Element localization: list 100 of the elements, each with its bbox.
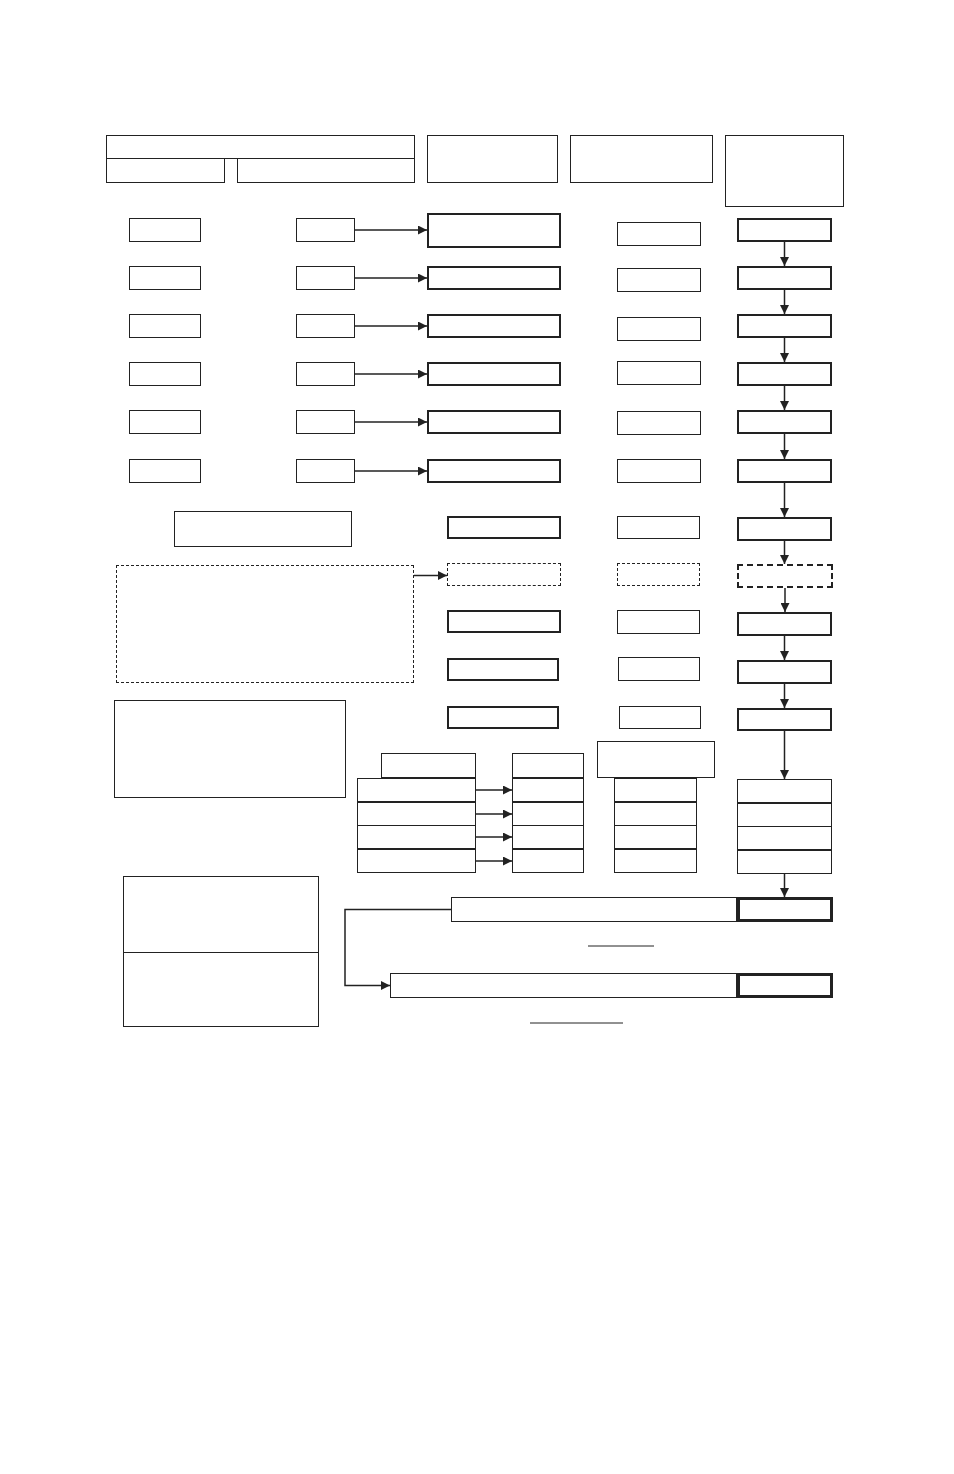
- arrow: [780, 482, 789, 518]
- empty-box: [737, 266, 832, 290]
- arrow: [354, 417, 428, 427]
- arrow: [475, 785, 513, 795]
- dashed-box: [617, 563, 700, 586]
- empty-box: [737, 779, 832, 803]
- empty-box: [737, 517, 832, 541]
- empty-box: [619, 706, 701, 729]
- empty-box: [296, 459, 355, 483]
- empty-box: [129, 266, 201, 290]
- empty-box: [447, 516, 561, 539]
- empty-box: [614, 802, 697, 826]
- empty-box: [617, 317, 701, 341]
- arrow: [780, 337, 789, 363]
- empty-box: [737, 218, 832, 242]
- empty-box: [617, 361, 701, 385]
- empty-box: [129, 362, 201, 386]
- arrow: [780, 683, 789, 709]
- empty-box: [737, 803, 832, 827]
- arrow: [780, 635, 789, 661]
- empty-box: [617, 268, 701, 292]
- empty-box: [737, 708, 832, 731]
- empty-box: [129, 218, 201, 242]
- empty-box: [725, 135, 844, 207]
- empty-box: [737, 459, 832, 483]
- arrow: [475, 832, 513, 842]
- arrow: [354, 321, 428, 331]
- arrow: [475, 856, 513, 866]
- dashed-box: [737, 564, 833, 588]
- arrow: [780, 433, 789, 460]
- empty-box: [129, 410, 201, 434]
- empty-box: [737, 410, 832, 434]
- empty-box: [617, 411, 701, 435]
- empty-box: [123, 952, 319, 1027]
- empty-box: [427, 135, 558, 183]
- empty-box: [237, 158, 415, 183]
- arrow: [780, 289, 789, 315]
- dashed-box: [116, 565, 414, 683]
- empty-box: [614, 778, 697, 802]
- empty-box: [737, 612, 832, 636]
- empty-box: [614, 849, 697, 873]
- arrow: [780, 587, 790, 613]
- empty-box: [427, 362, 561, 386]
- empty-box: [174, 511, 352, 547]
- arrow: [475, 809, 513, 819]
- empty-box: [570, 135, 713, 183]
- empty-box: [357, 825, 476, 849]
- empty-box: [381, 753, 476, 778]
- empty-box: [296, 266, 355, 290]
- empty-box: [129, 314, 201, 338]
- empty-box: [451, 897, 737, 922]
- arrow: [354, 369, 428, 379]
- empty-box: [618, 657, 700, 681]
- empty-box: [427, 459, 561, 483]
- arrow: [780, 241, 789, 267]
- empty-box: [357, 802, 476, 826]
- empty-box: [617, 459, 701, 483]
- empty-box: [512, 753, 584, 778]
- empty-box: [737, 660, 832, 684]
- empty-box: [447, 706, 559, 729]
- empty-box: [447, 658, 559, 681]
- empty-box: [427, 314, 561, 338]
- empty-box: [614, 825, 697, 849]
- empty-box: [512, 802, 584, 826]
- arrow: [354, 466, 428, 476]
- arrow: [780, 385, 789, 411]
- empty-box: [296, 218, 355, 242]
- empty-box: [617, 610, 700, 634]
- empty-box: [106, 158, 225, 183]
- empty-box: [106, 135, 415, 159]
- empty-box: [296, 362, 355, 386]
- empty-box: [737, 850, 832, 874]
- dashed-box: [447, 563, 561, 586]
- empty-box: [390, 973, 737, 998]
- empty-box: [737, 897, 833, 922]
- arrow: [413, 571, 448, 580]
- empty-box: [427, 266, 561, 290]
- arrow: [780, 873, 789, 898]
- empty-box: [357, 849, 476, 873]
- empty-box: [427, 410, 561, 434]
- arrow: [354, 225, 428, 235]
- empty-box: [617, 516, 700, 539]
- empty-box: [123, 876, 319, 953]
- empty-box: [597, 741, 715, 778]
- empty-box: [737, 826, 832, 850]
- empty-box: [296, 314, 355, 338]
- arrow: [344, 908, 452, 990]
- empty-box: [357, 778, 476, 802]
- empty-box: [737, 362, 832, 386]
- arrow: [780, 540, 789, 565]
- arrow: [354, 273, 428, 283]
- empty-box: [129, 459, 201, 483]
- empty-box: [737, 973, 833, 998]
- empty-box: [512, 849, 584, 873]
- empty-box: [447, 610, 561, 633]
- empty-box: [737, 314, 832, 338]
- empty-box: [114, 700, 346, 798]
- empty-box: [427, 213, 561, 248]
- empty-box: [512, 825, 584, 849]
- arrow: [780, 730, 789, 780]
